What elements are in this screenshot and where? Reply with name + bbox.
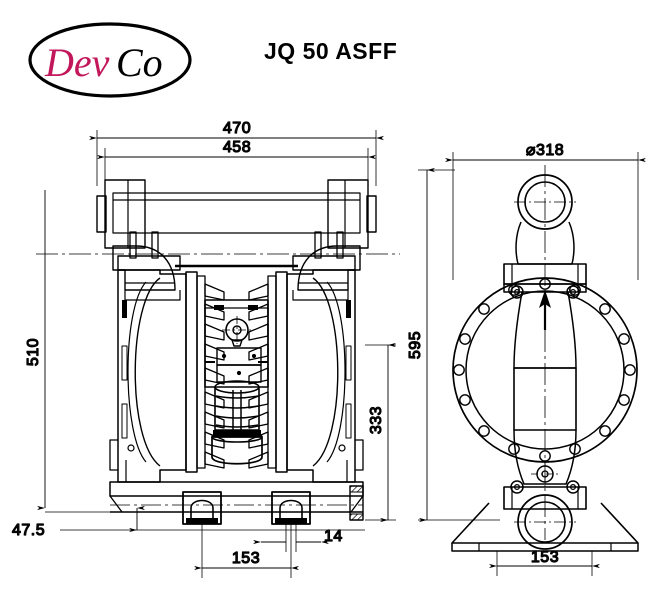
- dim-diameter-318: ⌀318: [526, 142, 564, 159]
- left-elbow: [112, 231, 181, 301]
- center-column: [513, 290, 577, 488]
- upper-lugs: [510, 285, 580, 494]
- dim-14: 14: [324, 528, 343, 545]
- left-diaphragm-chamber: [109, 269, 225, 483]
- side-view: [451, 165, 639, 552]
- dim-510: 510: [25, 338, 42, 366]
- dim-153-side: 153: [531, 549, 559, 566]
- dim-595: 595: [407, 331, 424, 359]
- right-diaphragm-chamber: [248, 269, 364, 483]
- top-manifold: [96, 179, 377, 249]
- dim-470: 470: [223, 120, 251, 137]
- logo-ellipse: [28, 22, 192, 98]
- dim-153-front: 153: [232, 550, 260, 567]
- dim-47-5: 47.5: [12, 522, 45, 539]
- flow-arrow: [539, 290, 551, 330]
- bolt-circle: [453, 278, 636, 462]
- center-air-valve-block: [204, 299, 269, 388]
- page-title: JQ 50 ASFF: [264, 38, 398, 64]
- base-foot: [451, 502, 639, 552]
- logo-text-secondary: Co: [116, 40, 163, 85]
- devco-logo: Dev Co: [26, 20, 194, 100]
- right-elbow: [292, 231, 361, 301]
- muffler: [211, 380, 263, 465]
- dim-333: 333: [368, 406, 385, 434]
- logo-text-primary: Dev: [44, 40, 110, 85]
- side-view-dimensions: ⌀318 595 153: [406, 141, 647, 576]
- front-view: [36, 179, 400, 525]
- mounting-feet: [182, 491, 311, 525]
- base-plate: [109, 481, 364, 525]
- front-view-dimensions: 470 458 510 47.5 153: [11, 119, 397, 578]
- dim-458: 458: [223, 139, 251, 156]
